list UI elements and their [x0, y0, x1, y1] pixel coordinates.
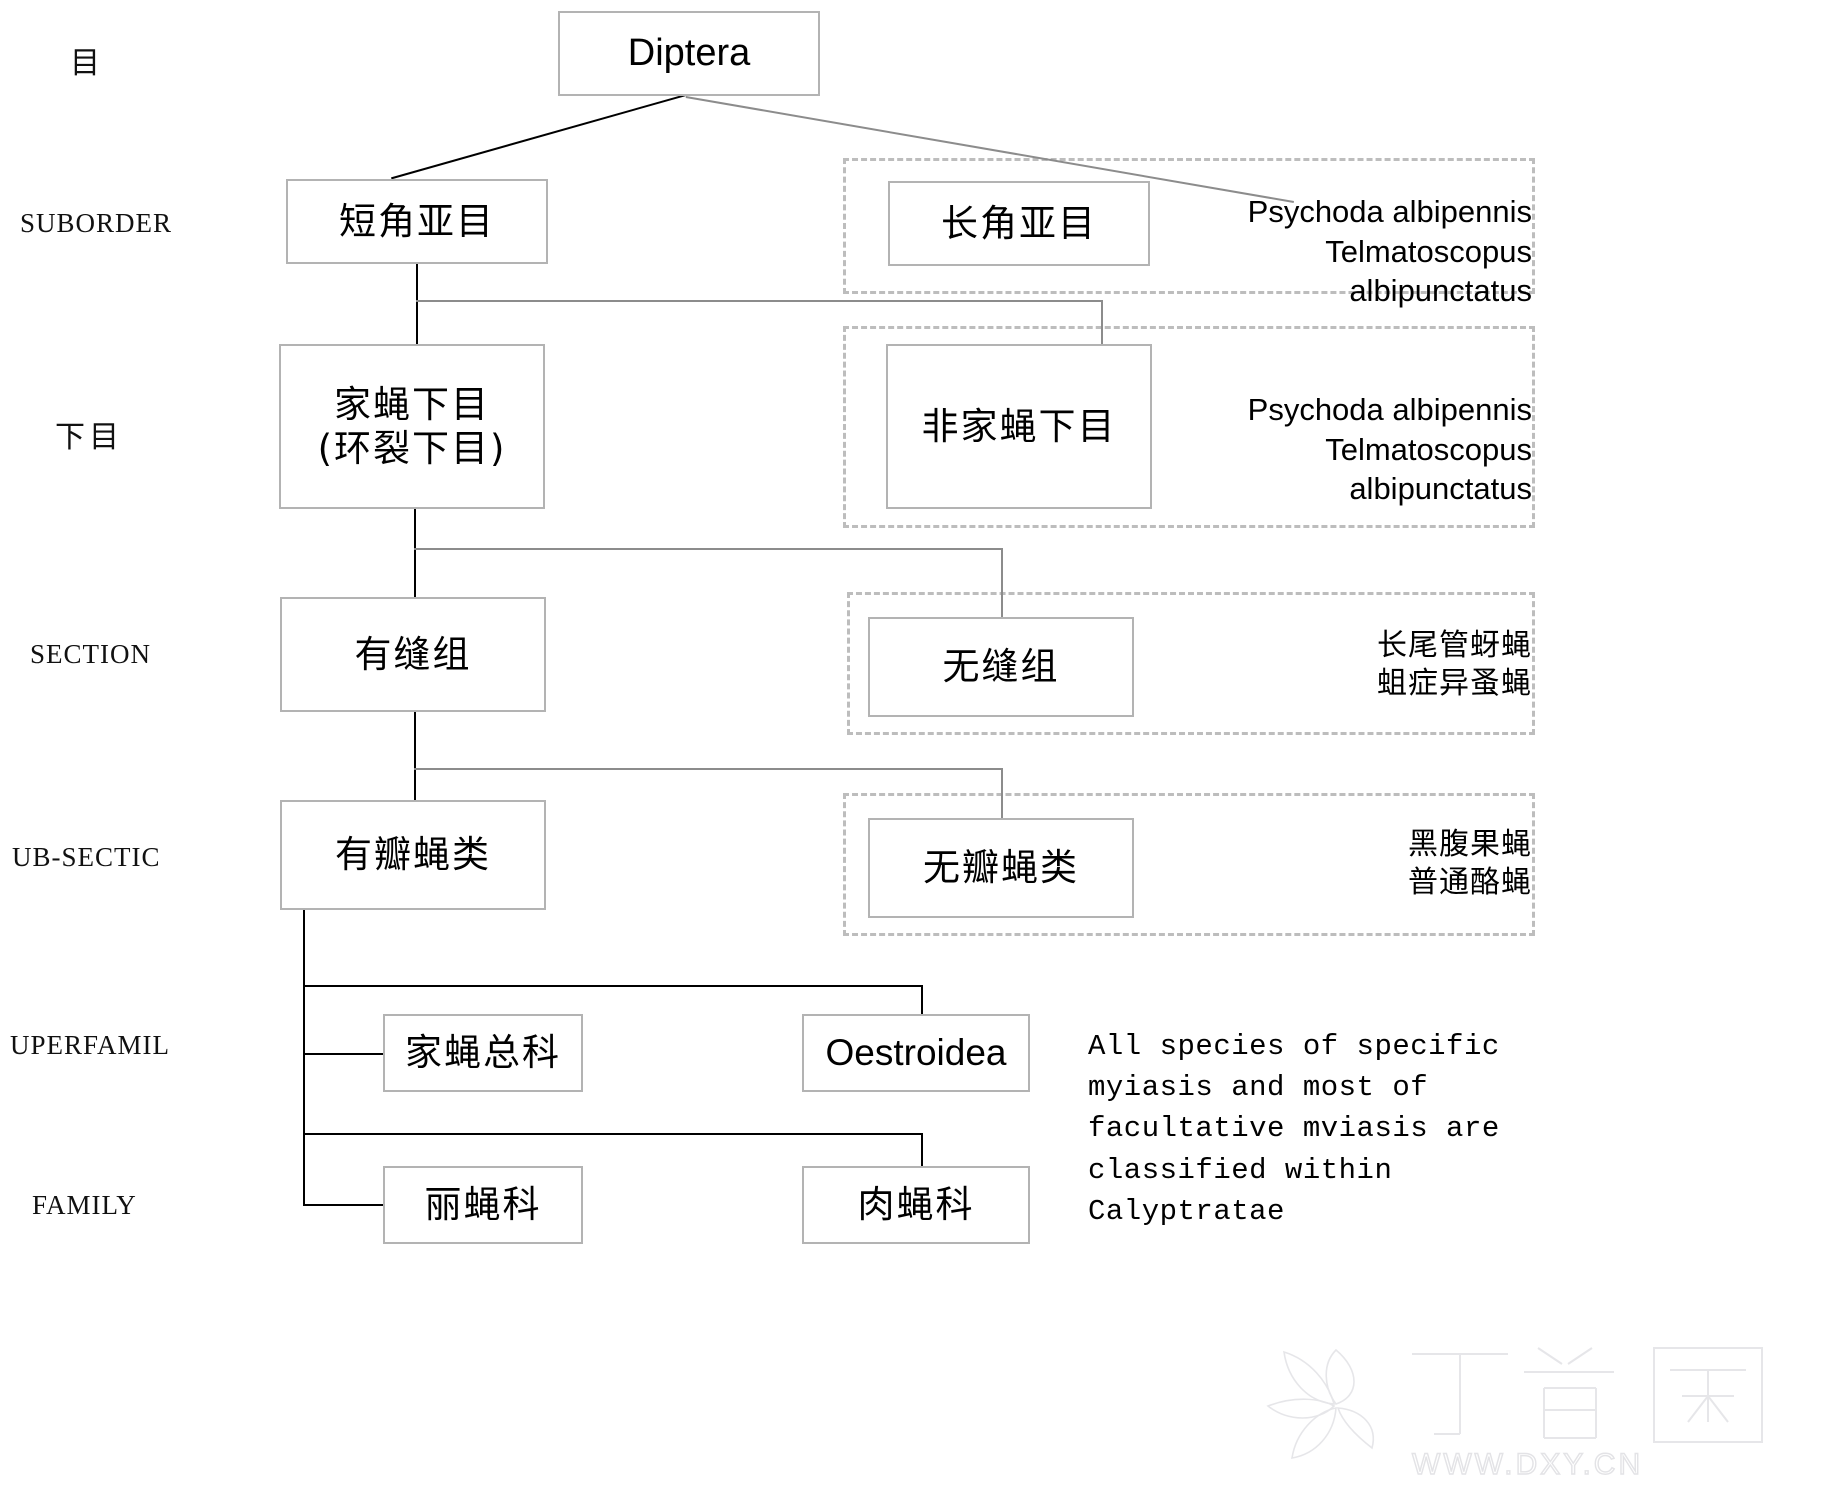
connector-suborder-to-non-muscoid	[416, 300, 1103, 302]
watermark-url: WWW.DXY.CN	[1412, 1448, 1643, 1480]
annotation-infraorder-species: Psychoda albipennis Telmatoscopus albipu…	[1247, 392, 1532, 507]
node-label: 肉蝇科	[857, 1183, 975, 1227]
connector-calliphoridae-stub	[303, 1204, 383, 1206]
node-label: 无缝组	[942, 645, 1060, 689]
rank-label-infraorder: 下目	[55, 420, 123, 455]
node-label: 家蝇下目 (环裂下目)	[317, 382, 507, 470]
connector-oestroidea-drop	[921, 985, 923, 1014]
node-label: 有瓣蝇类	[335, 833, 491, 877]
connector-sarcophagidae-drop	[921, 1133, 923, 1166]
watermark-flower-icon	[1266, 1348, 1375, 1459]
connector-superfamily-bus	[303, 985, 923, 987]
node-label: 长角亚目	[941, 201, 1097, 245]
connector-muscoidea-stub	[303, 1053, 383, 1055]
node-label: 无瓣蝇类	[923, 846, 1079, 890]
connector-infraorder-to-aschiza	[414, 548, 1003, 550]
node-label: 家蝇总科	[405, 1031, 561, 1075]
node-label: 短角亚目	[339, 199, 495, 243]
node-label: Oestroidea	[825, 1032, 1007, 1074]
node-subsection-acalyptratae[interactable]: 无瓣蝇类	[868, 818, 1134, 918]
node-suborder-brachycera[interactable]: 短角亚目	[286, 179, 548, 264]
node-infraorder-non-muscomorpha[interactable]: 非家蝇下目	[886, 344, 1152, 509]
rank-label-superfamily: UPERFAMIL	[10, 1030, 171, 1060]
node-order-diptera[interactable]: Diptera	[558, 11, 820, 96]
connector-family-bus	[303, 1133, 923, 1135]
node-label: Diptera	[627, 32, 751, 75]
node-family-sarcophagidae[interactable]: 肉蝇科	[802, 1166, 1030, 1244]
connector-section-to-acalyptratae	[414, 768, 1003, 770]
watermark-brand-glyphs	[1412, 1347, 1763, 1443]
node-section-aschiza[interactable]: 无缝组	[868, 617, 1134, 717]
dashed-group-subsection	[843, 793, 1535, 936]
dashed-group-suborder	[843, 158, 1535, 294]
annotation-footnote-calyptratae: All species of specific myiasis and most…	[1088, 1030, 1500, 1228]
node-label: 非家蝇下目	[921, 404, 1117, 448]
rank-label-family: FAMILY	[32, 1190, 137, 1220]
node-superfamily-muscoidea[interactable]: 家蝇总科	[383, 1014, 583, 1092]
node-section-schizophora[interactable]: 有缝组	[280, 597, 546, 712]
rank-label-order: 目	[70, 46, 104, 81]
node-label: 丽蝇科	[424, 1183, 542, 1227]
node-family-calliphoridae[interactable]: 丽蝇科	[383, 1166, 583, 1244]
annotation-suborder-species: Psychoda albipennis Telmatoscopus albipu…	[1247, 194, 1532, 309]
annotation-section-species: 长尾管蚜蝇 蛆症异蚤蝇	[1377, 628, 1532, 702]
rank-label-suborder: SUBORDER	[20, 208, 173, 238]
watermark: WWW.DXY.CN	[1262, 1330, 1822, 1480]
connector-acalyptratae-drop	[1001, 768, 1003, 818]
dashed-group-section	[847, 592, 1535, 735]
annotation-subsection-species: 黑腹果蝇 普通酪蝇	[1408, 827, 1532, 901]
connector-section-down	[414, 712, 416, 800]
connector-calyptratae-spine	[303, 910, 305, 1205]
connector-infraorder-down	[414, 509, 416, 597]
connector-diptera-to-brachycera	[391, 94, 686, 180]
node-subsection-calyptratae[interactable]: 有瓣蝇类	[280, 800, 546, 910]
connector-non-muscoid-drop	[1101, 300, 1103, 344]
node-suborder-nematocera[interactable]: 长角亚目	[888, 181, 1150, 266]
node-superfamily-oestroidea[interactable]: Oestroidea	[802, 1014, 1030, 1092]
rank-label-subsection: UB-SECTIC	[12, 842, 161, 872]
connector-aschiza-drop	[1001, 548, 1003, 617]
dashed-group-infraorder	[843, 326, 1535, 528]
node-label: 有缝组	[354, 632, 472, 676]
connector-suborder-down	[416, 264, 418, 346]
rank-label-section: SECTION	[30, 639, 151, 669]
node-infraorder-muscomorpha[interactable]: 家蝇下目 (环裂下目)	[279, 344, 545, 509]
